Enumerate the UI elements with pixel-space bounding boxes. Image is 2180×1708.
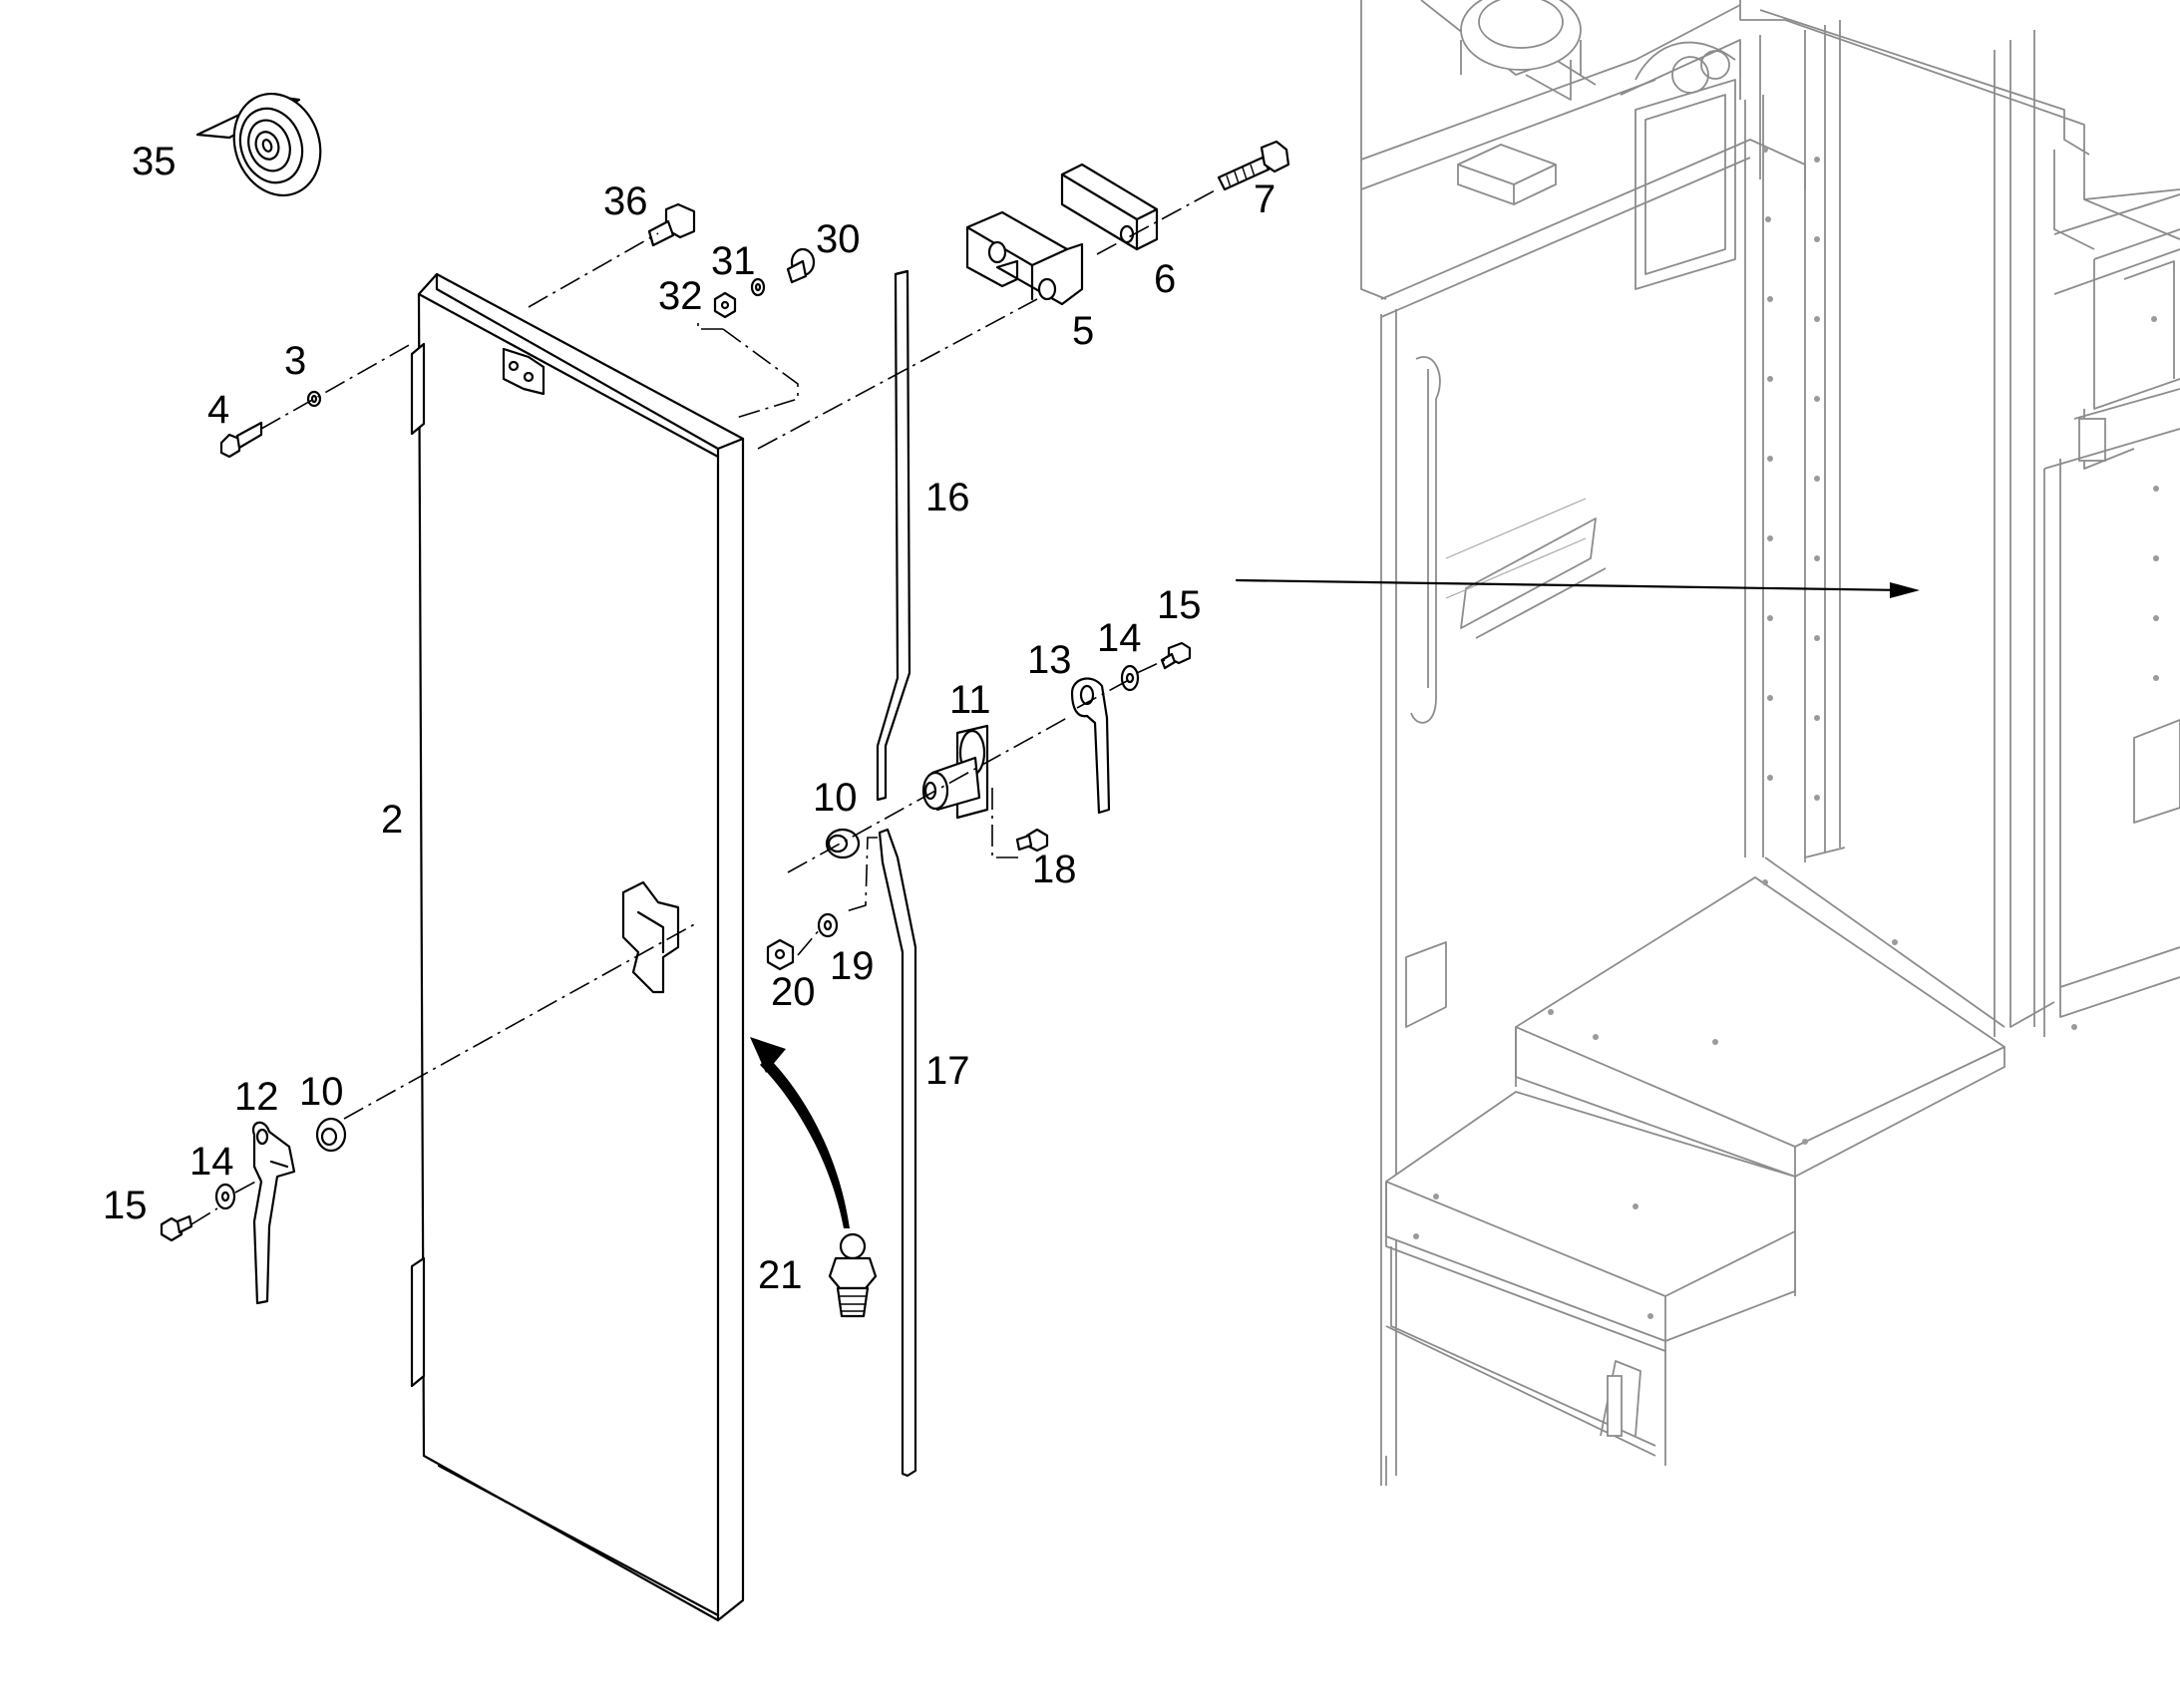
bracket-5 (965, 210, 1084, 306)
callout-21: 21 (758, 1253, 803, 1297)
callout-16: 16 (925, 476, 970, 519)
callout-12: 12 (234, 1075, 279, 1119)
grease-point-arrow (750, 1037, 850, 1228)
seal-10-lower (315, 1117, 347, 1153)
nut-32 (713, 291, 737, 319)
callout-4: 4 (207, 388, 229, 432)
cap-30 (786, 247, 816, 284)
seal-10-upper (825, 828, 861, 859)
callout-35: 35 (132, 140, 177, 183)
nut-20 (766, 938, 795, 971)
callout-13: 13 (1027, 638, 1072, 682)
assembly-centerlines (190, 188, 1218, 1225)
callout-11: 11 (949, 678, 991, 722)
washer-14-lower (214, 1183, 236, 1210)
install-location-arrow (1235, 578, 1920, 598)
callout-14-lower: 14 (189, 1140, 234, 1184)
washer-19 (817, 912, 839, 938)
handle-13 (1070, 677, 1111, 815)
handle-12 (251, 1121, 296, 1305)
callout-10-lower: 10 (299, 1070, 344, 1114)
bolt-4 (219, 421, 263, 459)
frame-rivets (1413, 147, 2159, 1319)
screw-15-upper (1160, 641, 1192, 670)
bolt-36 (647, 202, 696, 247)
callout-36: 36 (603, 179, 648, 223)
lock-assembly-11 (921, 724, 989, 820)
callout-19: 19 (830, 944, 875, 988)
callout-10-upper: 10 (813, 776, 858, 820)
callout-31: 31 (711, 239, 756, 283)
callout-15-upper: 15 (1157, 583, 1202, 627)
rod-17 (878, 828, 917, 1478)
cabinet-frame-context (1360, 0, 2180, 1486)
callout-15-lower: 15 (103, 1184, 148, 1227)
rod-16 (876, 269, 911, 802)
callout-3: 3 (284, 339, 306, 383)
callout-20: 20 (771, 970, 816, 1014)
callout-5: 5 (1072, 309, 1094, 353)
screw-15-lower (160, 1214, 193, 1242)
callout-32: 32 (658, 274, 703, 318)
screw-18 (1015, 828, 1049, 853)
callout-17: 17 (925, 1049, 970, 1093)
washer-3 (306, 390, 322, 408)
callout-6: 6 (1154, 257, 1176, 301)
bolt-7 (1217, 140, 1290, 191)
callout-30: 30 (816, 217, 861, 261)
callout-labels: 2 3 4 5 6 7 10 10 11 12 13 14 14 15 15 1… (103, 140, 1275, 1297)
callout-14-upper: 14 (1097, 616, 1142, 660)
door-panel (410, 272, 745, 1622)
callout-2: 2 (381, 798, 403, 842)
plate-6 (1060, 163, 1159, 251)
grease-fitting-21 (828, 1232, 878, 1318)
washer-31 (750, 277, 766, 297)
callout-18: 18 (1032, 848, 1077, 891)
tape-roll-35 (195, 92, 322, 197)
callout-7: 7 (1254, 177, 1275, 221)
washer-14-upper (1120, 664, 1140, 692)
